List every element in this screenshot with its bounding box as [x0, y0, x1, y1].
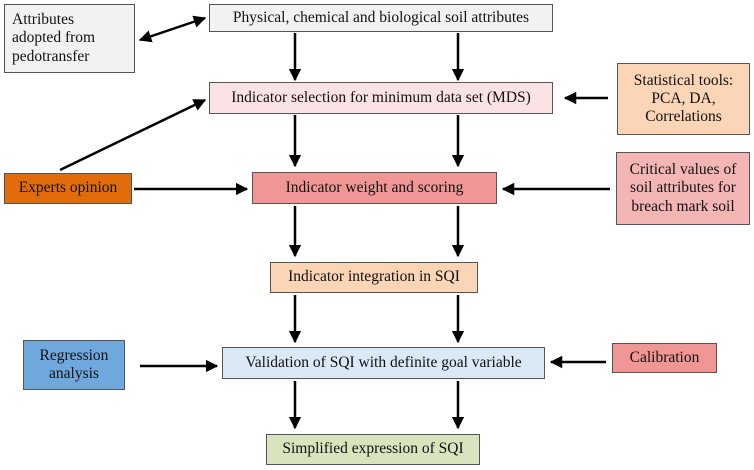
node-calibration: Calibration: [612, 343, 717, 373]
node-integration-label: Indicator integration in SQI: [288, 268, 460, 286]
node-experts-opinion-label: Experts opinion: [18, 179, 118, 197]
node-soil-attributes: Physical, chemical and biological soil a…: [209, 4, 553, 32]
node-integration: Indicator integration in SQI: [270, 262, 478, 293]
node-mds-selection-label: Indicator selection for minimum data set…: [231, 88, 531, 106]
node-experts-opinion: Experts opinion: [4, 173, 132, 204]
node-critical-values: Critical values of soil attributes for b…: [616, 152, 750, 225]
node-soil-attributes-label: Physical, chemical and biological soil a…: [232, 8, 530, 26]
node-statistical-tools-label: Statistical tools: PCA, DA, Correlations: [633, 71, 734, 126]
node-mds-selection: Indicator selection for minimum data set…: [209, 82, 553, 114]
node-statistical-tools: Statistical tools: PCA, DA, Correlations: [617, 63, 750, 135]
node-weight-scoring-label: Indicator weight and scoring: [285, 178, 464, 196]
node-pedotransfer: Attributes adopted from pedotransfer: [4, 4, 135, 73]
arrow-pedotransfer-attributes: [138, 15, 207, 43]
node-regression: Regression analysis: [23, 340, 125, 390]
node-weight-scoring: Indicator weight and scoring: [252, 172, 497, 204]
node-validation: Validation of SQI with definite goal var…: [222, 347, 545, 379]
node-validation-label: Validation of SQI with definite goal var…: [245, 353, 522, 371]
arrow-experts-mds: [59, 98, 207, 172]
node-calibration-label: Calibration: [629, 348, 700, 366]
node-simplified: Simplified expression of SQI: [266, 434, 480, 465]
node-regression-label: Regression analysis: [39, 346, 109, 382]
node-pedotransfer-label: Attributes adopted from pedotransfer: [12, 11, 96, 65]
node-simplified-label: Simplified expression of SQI: [282, 440, 464, 458]
node-critical-values-label: Critical values of soil attributes for b…: [629, 161, 737, 215]
